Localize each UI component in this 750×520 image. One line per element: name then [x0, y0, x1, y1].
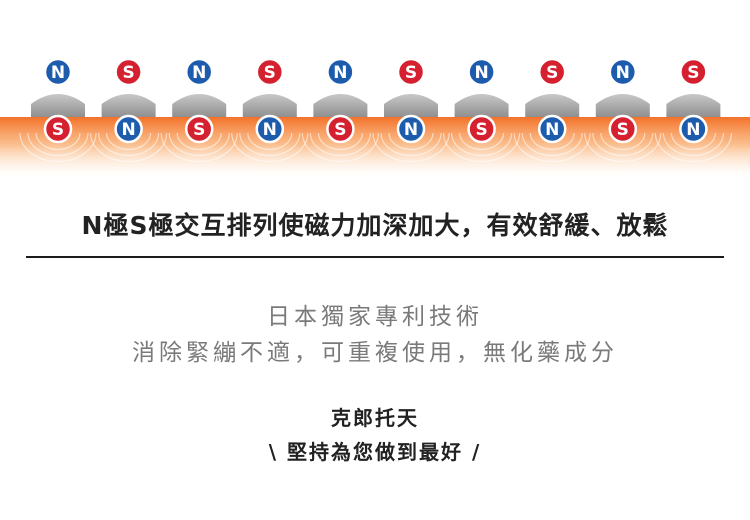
- field-arc: [670, 132, 716, 151]
- north-pole-top: N: [326, 57, 355, 87]
- north-pole-top: N: [184, 57, 214, 87]
- field-arc: [90, 132, 168, 163]
- svg-text:N: N: [686, 120, 700, 140]
- svg-text:S: S: [687, 63, 699, 83]
- field-arc: [662, 132, 724, 157]
- field-arc: [592, 132, 654, 157]
- north-pole-top: N: [43, 57, 73, 87]
- south-pole-bottom: S: [608, 114, 638, 144]
- south-pole-top: S: [255, 57, 285, 87]
- feature-line-2: 消除緊繃不適，可重複使用，無化藥成分: [132, 340, 618, 366]
- south-pole-top: S: [537, 57, 567, 87]
- svg-text:S: S: [546, 63, 558, 83]
- north-pole-top: N: [608, 57, 638, 87]
- field-arc: [309, 132, 371, 157]
- north-pole-top: N: [467, 57, 496, 87]
- svg-text:S: S: [617, 120, 629, 140]
- svg-text:N: N: [616, 63, 630, 83]
- south-pole-bottom: S: [467, 114, 496, 144]
- field-arc: [513, 132, 591, 163]
- south-pole-bottom: S: [326, 114, 355, 144]
- field-arc: [247, 132, 293, 151]
- svg-text:S: S: [52, 120, 64, 140]
- field-arc: [443, 132, 521, 163]
- field-arc: [584, 132, 662, 163]
- field-arc: [451, 132, 513, 157]
- field-arc: [654, 132, 732, 163]
- field-arc: [27, 132, 89, 157]
- field-arc: [168, 132, 230, 157]
- svg-text:N: N: [51, 63, 65, 83]
- magnet-cap: [384, 94, 438, 117]
- svg-text:N: N: [333, 63, 347, 83]
- magnet-cap: [101, 94, 156, 117]
- south-pole-top: S: [114, 57, 143, 87]
- feature-line-1: 日本獨家專利技術: [267, 304, 483, 330]
- field-arc: [372, 132, 450, 163]
- north-pole-bottom: N: [396, 114, 426, 144]
- north-pole-bottom: N: [255, 114, 285, 144]
- svg-text:N: N: [545, 120, 559, 140]
- magnet-cap: [172, 94, 227, 117]
- field-arc: [106, 132, 152, 151]
- field-arc: [459, 132, 505, 151]
- field-arc: [231, 132, 309, 163]
- brand-slogan: \ 堅持為您做到最好 /: [268, 440, 482, 464]
- field-arc: [239, 132, 301, 157]
- svg-text:N: N: [263, 120, 277, 140]
- headline: N極S極交互排列使磁力加深加大，有效舒緩、放鬆: [81, 211, 669, 240]
- svg-text:S: S: [122, 63, 134, 83]
- svg-text:N: N: [192, 63, 206, 83]
- divider: [26, 256, 724, 258]
- svg-text:N: N: [121, 120, 135, 140]
- magnet-diagram: N S S N N S S N N S S N N S S N N S S N: [0, 57, 750, 177]
- field-arc: [19, 132, 97, 163]
- south-pole-top: S: [679, 57, 708, 87]
- magnet-cap: [313, 94, 368, 117]
- field-arc: [521, 132, 583, 157]
- field-arc: [600, 132, 646, 151]
- magnet-cap: [454, 94, 509, 117]
- field-arc: [388, 132, 434, 151]
- magnet-cap: [31, 94, 85, 117]
- heat-band: [0, 117, 750, 177]
- field-arc: [35, 132, 81, 151]
- field-arc: [98, 132, 160, 157]
- magnet-cap: [666, 94, 721, 117]
- magnet-cap: [525, 94, 580, 117]
- north-pole-bottom: N: [114, 114, 143, 144]
- field-arc: [529, 132, 575, 151]
- svg-text:S: S: [193, 120, 205, 140]
- svg-text:S: S: [475, 120, 487, 140]
- field-arc: [380, 132, 442, 157]
- field-arc: [301, 132, 379, 163]
- magnet-cap: [595, 94, 650, 117]
- south-pole-top: S: [396, 57, 426, 87]
- south-pole-bottom: S: [184, 114, 214, 144]
- field-arc: [160, 132, 238, 163]
- field-arc: [317, 132, 363, 151]
- svg-text:N: N: [474, 63, 488, 83]
- brand-name: 克郎托天: [331, 406, 419, 430]
- north-pole-bottom: N: [537, 114, 567, 144]
- magnet-cap: [242, 94, 297, 117]
- svg-text:S: S: [405, 63, 417, 83]
- south-pole-bottom: S: [43, 114, 73, 144]
- field-arc: [176, 132, 222, 151]
- svg-text:N: N: [404, 120, 418, 140]
- svg-text:S: S: [334, 120, 346, 140]
- north-pole-bottom: N: [679, 114, 708, 144]
- svg-text:S: S: [264, 63, 276, 83]
